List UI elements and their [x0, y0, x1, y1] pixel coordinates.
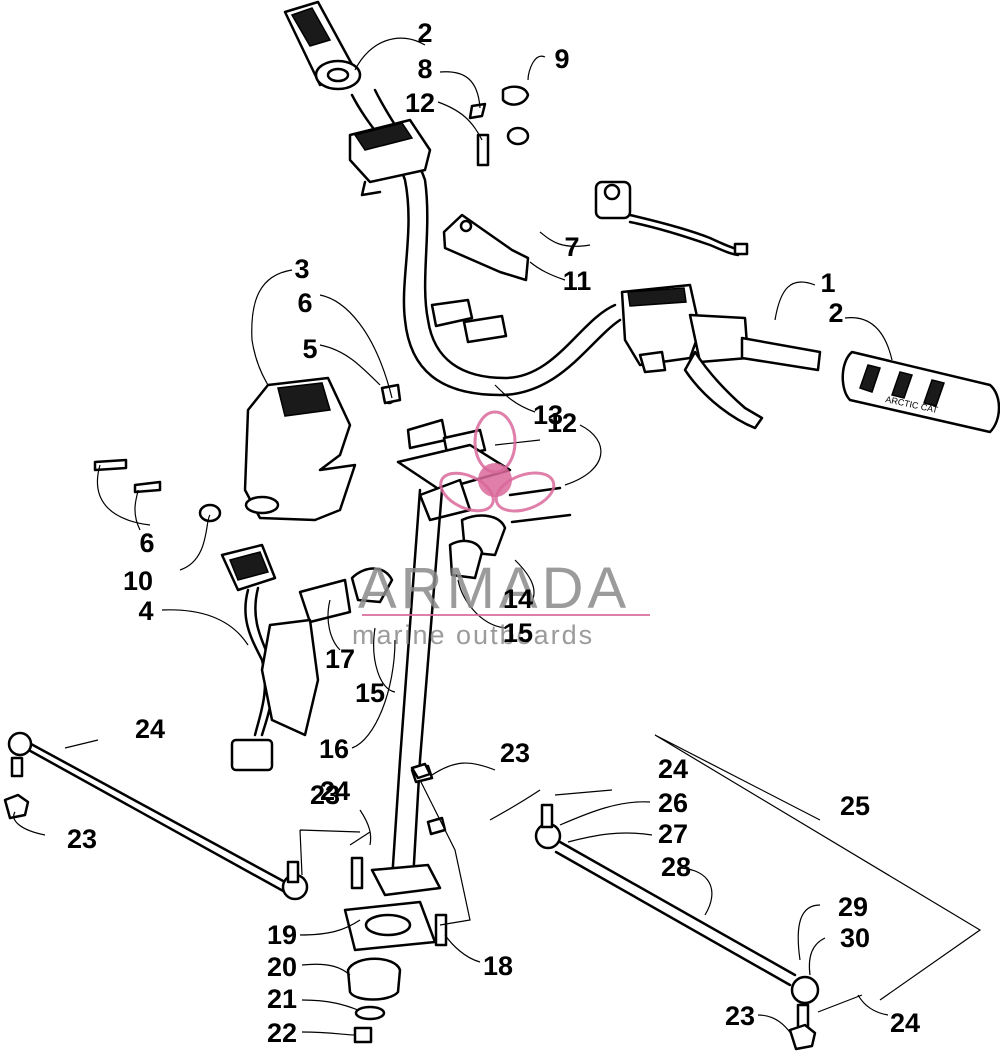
steering-post-top-plate — [396, 443, 572, 580]
callout-24: 24 — [135, 714, 165, 744]
callout-15: 15 — [503, 618, 533, 648]
callout-12: 12 — [405, 88, 435, 118]
leader-lines — [13, 37, 982, 1036]
callout-23: 23 — [310, 780, 340, 810]
callout-1: 1 — [820, 268, 835, 298]
kill-switch-assembly — [594, 180, 749, 257]
callout-10: 10 — [123, 566, 153, 596]
callout-25: 25 — [840, 791, 870, 821]
left-tie-rod — [3, 731, 309, 901]
callout-7: 7 — [564, 232, 579, 262]
callout-11: 11 — [563, 266, 592, 296]
callout-16: 16 — [319, 734, 349, 764]
callout-3: 3 — [294, 254, 309, 284]
callout-17: 17 — [325, 644, 355, 674]
propeller-logo — [439, 410, 556, 513]
watermark-subtitle: marine outboards — [352, 620, 594, 650]
callout-22: 22 — [267, 1018, 297, 1048]
right-tie-rod — [534, 789, 863, 1051]
callout-6: 6 — [297, 288, 312, 318]
callout-23: 23 — [725, 1001, 755, 1031]
callout-18: 18 — [483, 951, 513, 981]
callout-2: 2 — [417, 18, 432, 48]
left-switch-housing — [348, 118, 432, 197]
callout-14: 14 — [503, 584, 533, 614]
callout-26: 26 — [658, 788, 688, 818]
callout-8: 8 — [417, 54, 432, 84]
throttle-control — [620, 283, 822, 430]
left-grip — [283, 0, 362, 91]
lower-bracket — [260, 567, 394, 737]
callout-23: 23 — [500, 738, 530, 768]
callout-24: 24 — [890, 1008, 920, 1038]
callout-13: 13 — [533, 400, 563, 430]
callout-23: 23 — [67, 824, 97, 854]
upper-bracket — [442, 213, 530, 282]
callout-24: 24 — [320, 776, 350, 806]
callout-15: 15 — [355, 678, 385, 708]
callout-6: 6 — [139, 528, 154, 558]
callout-19: 19 — [267, 920, 297, 950]
right-grip: ARCTIC CAT — [841, 350, 1000, 434]
callout-24: 24 — [658, 754, 688, 784]
callout-30: 30 — [840, 923, 870, 953]
upper-clamp-caps — [406, 298, 508, 460]
watermark: ARMADA marine outboards — [352, 410, 650, 650]
callout-9: 9 — [554, 44, 569, 74]
callout-5: 5 — [302, 334, 317, 364]
upper-hardware — [382, 85, 530, 405]
callout-28: 28 — [661, 852, 691, 882]
callout-4: 4 — [138, 596, 153, 626]
handlebar-cover — [243, 376, 357, 522]
callout-20: 20 — [267, 952, 297, 982]
loose-hardware — [93, 383, 432, 846]
indicator-harness — [220, 543, 277, 772]
watermark-title: ARMADA — [358, 556, 630, 621]
callout-27: 27 — [658, 819, 688, 849]
callout-12: 12 — [547, 408, 577, 438]
callout-2: 2 — [828, 298, 843, 328]
callout-21: 21 — [267, 984, 297, 1014]
steering-post — [343, 488, 444, 1044]
callout-29: 29 — [838, 892, 868, 922]
